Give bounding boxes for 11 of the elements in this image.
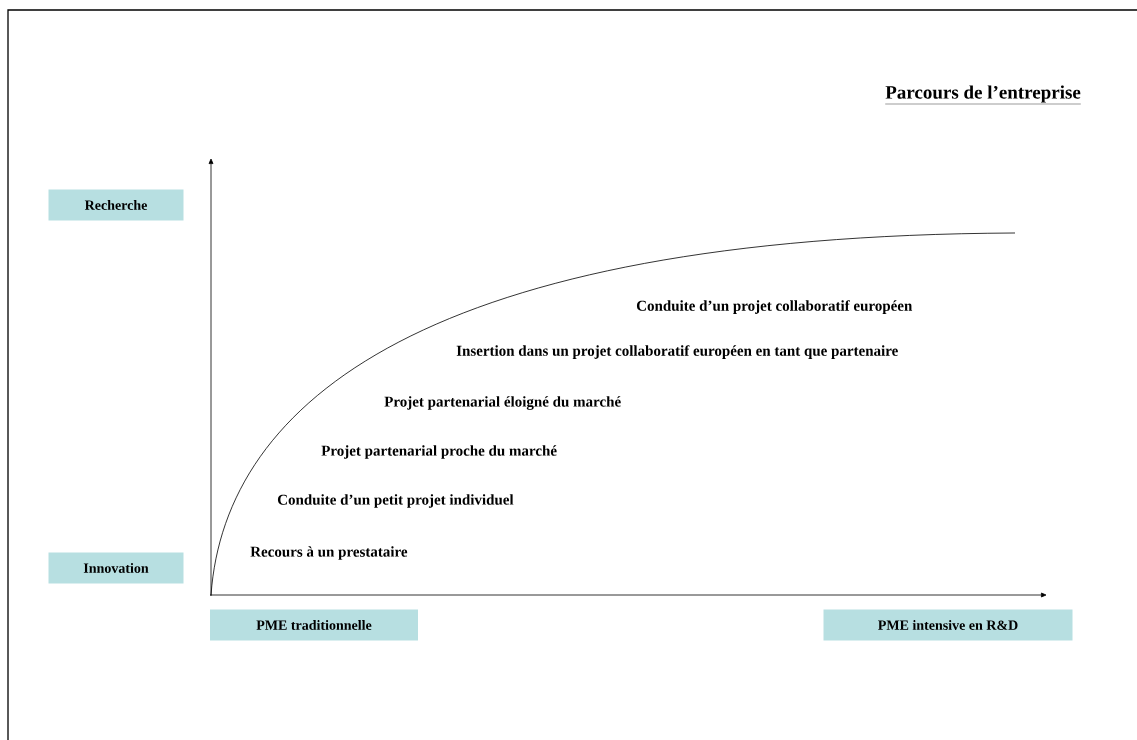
stage-label: Projet partenarial proche du marché bbox=[321, 445, 557, 459]
stage-label: Conduite d’un petit projet individuel bbox=[277, 494, 514, 508]
title: Parcours de l’entreprise bbox=[885, 85, 1081, 105]
axis-label-box: Recherche bbox=[48, 189, 184, 221]
stage-label: Insertion dans un projet collaboratif européen en tant que partenaire bbox=[456, 345, 898, 359]
stage-label: Recours à un prestataire bbox=[250, 546, 408, 560]
stage-label: Conduite d’un projet collaboratif européen bbox=[636, 300, 913, 314]
stage-label: Projet partenarial éloigné du marché bbox=[384, 396, 621, 410]
axis-label-box: PME traditionnelle bbox=[210, 609, 418, 641]
axis-label-box: Innovation bbox=[48, 552, 184, 584]
axis-label-box: PME intensive en R&D bbox=[823, 609, 1073, 641]
